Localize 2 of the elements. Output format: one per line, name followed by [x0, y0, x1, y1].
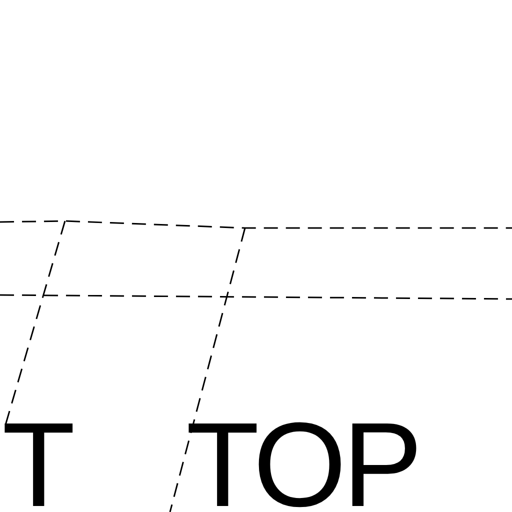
- drawing-label: TOP: [186, 405, 419, 512]
- drawing-label: T: [2, 405, 72, 512]
